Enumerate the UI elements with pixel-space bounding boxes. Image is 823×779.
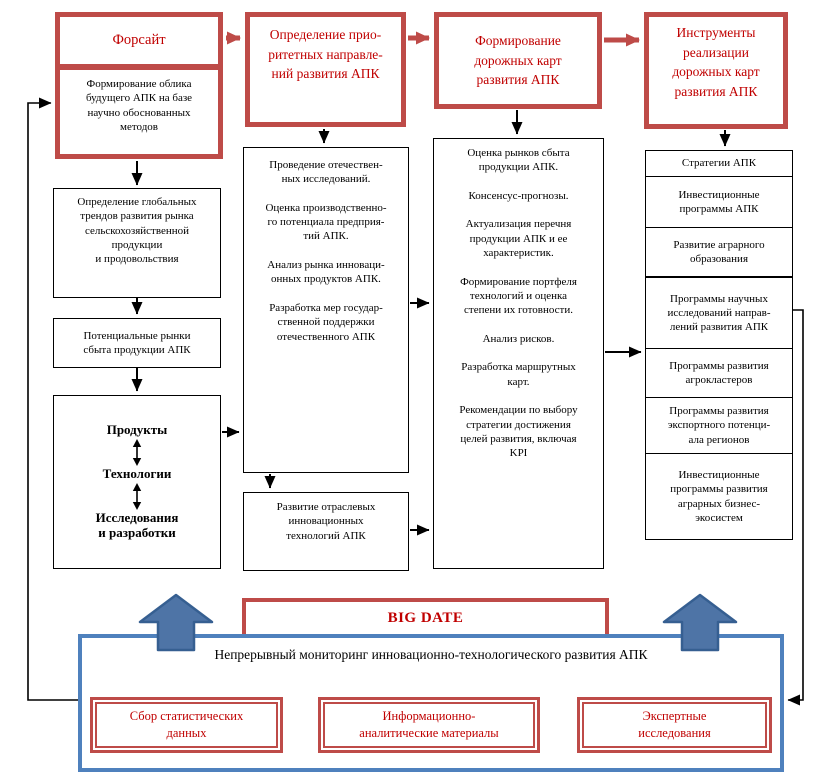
foresight-body-label: Формирование облика будущего АПК на базе… (85, 78, 193, 133)
foresight-divider (60, 64, 218, 70)
roadmap-activities-label: Оценка рынков сбыта продукции АПК. Консе… (459, 147, 578, 460)
foresight-box: Форсайт Формирование облика будущего АПК… (55, 12, 223, 159)
stage4-instruments-box: Инструменты реализации дорожных карт раз… (644, 12, 788, 129)
domestic-research-label: Проведение отечествен- ных исследований.… (265, 159, 387, 343)
big-date-label: BIG DATE (387, 609, 464, 626)
instrument-cell: Программы научных исследований направ- л… (646, 278, 792, 348)
foresight-title-label: Форсайт (112, 31, 166, 48)
sector-tech-box: Развитие отраслевых инновационных технол… (243, 492, 409, 571)
roadmap-activities-box: Оценка рынков сбыта продукции АПК. Консе… (433, 138, 604, 569)
instrument-cell: Развитие аграрного образования (646, 227, 792, 276)
global-trends-label: Определение глобальных трендов развития … (77, 196, 197, 266)
instruments-stack-top: Стратегии АПК Инвестиционные программы А… (645, 150, 793, 277)
stage2-priorities-box: Определение прио- ритетных направле- ний… (245, 12, 406, 127)
instrument-label: Инвестиционные программы развития аграрн… (670, 468, 768, 524)
instrument-label: Инвестиционные программы АПК (678, 188, 760, 215)
instruments-stack-bottom: Программы научных исследований направ- л… (645, 277, 793, 540)
instrument-cell: Программы развития экспортного потенци- … (646, 397, 792, 453)
products-technologies-research-box: Продукты Технологии Исследования и разра… (53, 395, 221, 569)
global-trends-box: Определение глобальных трендов развития … (53, 188, 221, 298)
instrument-label: Программы развития экспортного потенци- … (667, 405, 771, 446)
sector-tech-label: Развитие отраслевых инновационных технол… (276, 501, 376, 542)
foresight-title: Форсайт (60, 17, 218, 64)
triad-research-label: Исследования и разработки (95, 510, 179, 540)
expert-research-label: Экспертные исследования (638, 709, 711, 740)
analytics-materials-box: Информационно- аналитические материалы (318, 697, 540, 753)
stage4-label: Инструменты реализации дорожных карт раз… (672, 25, 760, 99)
stage3-label: Формирование дорожных карт развития АПК (474, 33, 562, 88)
statistics-collection-label: Сбор статистических данных (129, 709, 244, 740)
analytics-materials-label: Информационно- аналитические материалы (359, 709, 499, 740)
statistics-collection-box: Сбор статистических данных (90, 697, 283, 753)
instrument-cell: Стратегии АПК (646, 151, 792, 176)
double-arrow-icon (132, 483, 142, 510)
monitoring-title: Непрерывный мониторинг инновационно-техн… (214, 647, 648, 662)
stage2-label: Определение прио- ритетных направле- ний… (268, 27, 383, 82)
triad-products-label: Продукты (106, 422, 168, 438)
instrument-label: Развитие аграрного образования (673, 238, 765, 265)
potential-markets-box: Потенциальные рынки сбыта продукции АПК (53, 318, 221, 368)
expert-research-box: Экспертные исследования (577, 697, 772, 753)
instrument-cell: Инвестиционные программы развития аграрн… (646, 453, 792, 539)
stage3-roadmaps-box: Формирование дорожных карт развития АПК (434, 12, 602, 109)
big-date-box: BIG DATE (242, 598, 609, 638)
potential-markets-label: Потенциальные рынки сбыта продукции АПК (83, 329, 191, 356)
double-arrow-icon (132, 439, 142, 467)
instrument-label: Программы развития агрокластеров (669, 359, 769, 386)
instrument-label: Стратегии АПК (681, 157, 757, 170)
instrument-cell: Инвестиционные программы АПК (646, 176, 792, 227)
domestic-research-box: Проведение отечествен- ных исследований.… (243, 147, 409, 473)
instrument-cell: Программы развития агрокластеров (646, 348, 792, 397)
triad-technologies-label: Технологии (102, 466, 172, 482)
instrument-label: Программы научных исследований направ- л… (667, 292, 771, 334)
